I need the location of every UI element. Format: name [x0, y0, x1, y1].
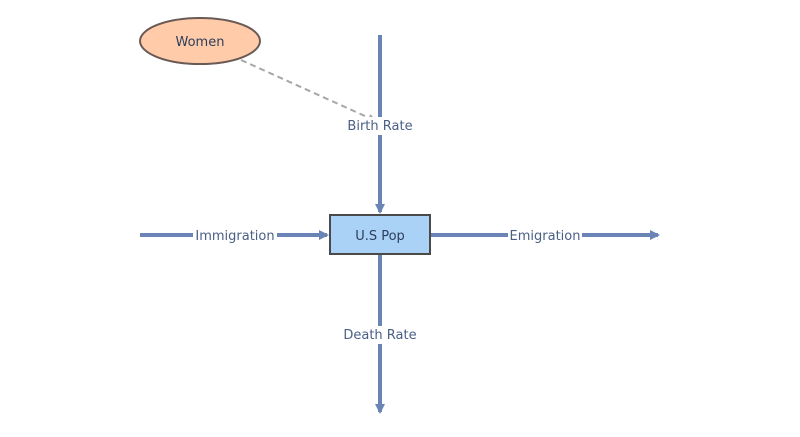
us-pop-label: U.S Pop: [355, 229, 405, 244]
immigration-label-bg: [193, 226, 277, 244]
birth-rate-label-bg: [342, 117, 418, 135]
death-rate-label-bg: [341, 326, 419, 344]
immigration-label: Immigration: [195, 229, 274, 244]
women-variable[interactable]: [139, 17, 261, 65]
emigration-label: Emigration: [510, 229, 581, 244]
us-pop-stock[interactable]: [329, 214, 431, 255]
women-birth-link[interactable]: [240, 59, 377, 122]
death-rate-label: Death Rate: [343, 328, 416, 343]
birth-rate-label: Birth Rate: [347, 119, 412, 134]
women-label: Women: [176, 35, 225, 50]
emigration-label-bg: [508, 226, 582, 244]
